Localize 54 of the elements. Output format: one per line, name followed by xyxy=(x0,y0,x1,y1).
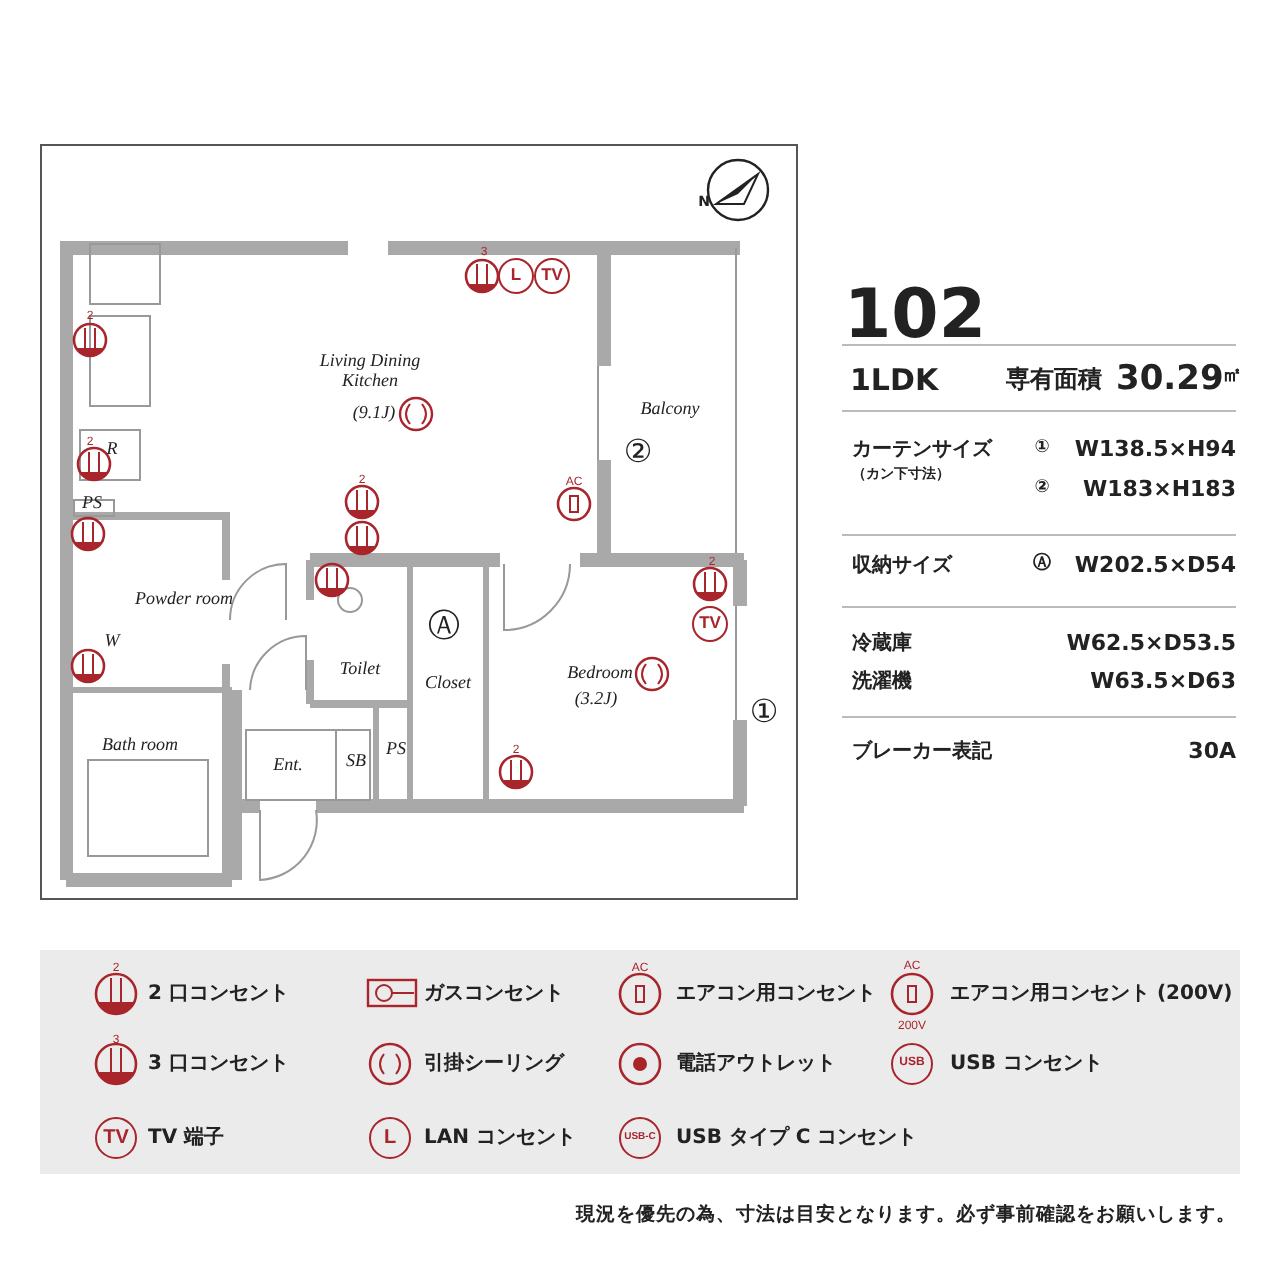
room-label: (9.1J) xyxy=(352,404,396,424)
area-value: 30.29 xyxy=(1116,361,1224,399)
info-text: 洗濯機 xyxy=(852,671,912,693)
legend-label: TV 端子 xyxy=(148,1127,225,1149)
lan-outlet-symbol: L xyxy=(498,258,534,294)
legend-label: USB コンセント xyxy=(950,1053,1103,1075)
legend-label: 3 口コンセント xyxy=(148,1053,289,1075)
room-label: Closet xyxy=(425,674,471,694)
legend-label: エアコン用コンセント (200V) xyxy=(950,983,1233,1005)
info-text: 収納サイズ xyxy=(852,555,952,577)
circled-number: ① xyxy=(749,694,779,730)
info-text: W202.5×D54 xyxy=(1074,553,1236,579)
legend-label: 電話アウトレット xyxy=(676,1053,836,1075)
room-label: SB xyxy=(346,752,366,772)
room-label: (3.2J) xyxy=(574,690,618,710)
room-label: Living Dining Kitchen xyxy=(317,352,423,392)
info-text: 専有面積 xyxy=(1006,366,1102,394)
info-text: 冷蔵庫 xyxy=(852,633,912,655)
info-text: W63.5×D63 xyxy=(1090,669,1236,695)
legend-label: ガスコンセント xyxy=(424,983,564,1005)
info-text: ブレーカー表記 xyxy=(852,741,992,763)
circled-number: ② xyxy=(623,434,653,470)
info-text: W62.5×D53.5 xyxy=(1066,631,1236,657)
legend-label: LAN コンセント xyxy=(424,1127,576,1149)
room-label: Bedroom xyxy=(567,664,633,684)
info-text: 1LDK xyxy=(850,363,939,397)
info-text: カーテンサイズ xyxy=(852,439,992,461)
room-label: PS xyxy=(82,494,102,514)
legend-label: USB タイプ C コンセント xyxy=(676,1127,918,1149)
info-text: ② xyxy=(1034,480,1050,500)
note-text: 現況を優先の為、寸法は目安となります。必ず事前確認をお願いします。 xyxy=(576,1205,1236,1227)
room-label: Powder room xyxy=(133,590,235,610)
info-text: W138.5×H94 xyxy=(1074,437,1236,463)
room-label: Toilet xyxy=(339,660,381,680)
room-label: Balcony xyxy=(640,400,700,420)
info-text: ① xyxy=(1034,440,1050,460)
info-text: 30A xyxy=(1188,739,1236,765)
room-label: Ent. xyxy=(273,756,303,776)
info-text: W183×H183 xyxy=(1083,477,1236,503)
room-label: R xyxy=(106,440,118,460)
unit-number: 102 xyxy=(844,278,986,354)
room-label: Bath room xyxy=(100,736,180,756)
tv-terminal-symbol: TV xyxy=(534,258,570,294)
tv-terminal-symbol: TV xyxy=(95,1117,137,1159)
lan-outlet-symbol: L xyxy=(369,1117,411,1159)
circled-number: Ⓐ xyxy=(428,608,460,644)
legend-label: 2 口コンセント xyxy=(148,983,289,1005)
legend-label: 引掛シーリング xyxy=(424,1053,564,1075)
room-label: W xyxy=(104,632,120,652)
legend-label: エアコン用コンセント xyxy=(676,983,876,1005)
tv-terminal-symbol: TV xyxy=(692,606,728,642)
info-text: Ⓐ xyxy=(1033,556,1051,576)
info-text: ㎡ xyxy=(1222,365,1242,387)
room-label: PS xyxy=(386,740,406,760)
